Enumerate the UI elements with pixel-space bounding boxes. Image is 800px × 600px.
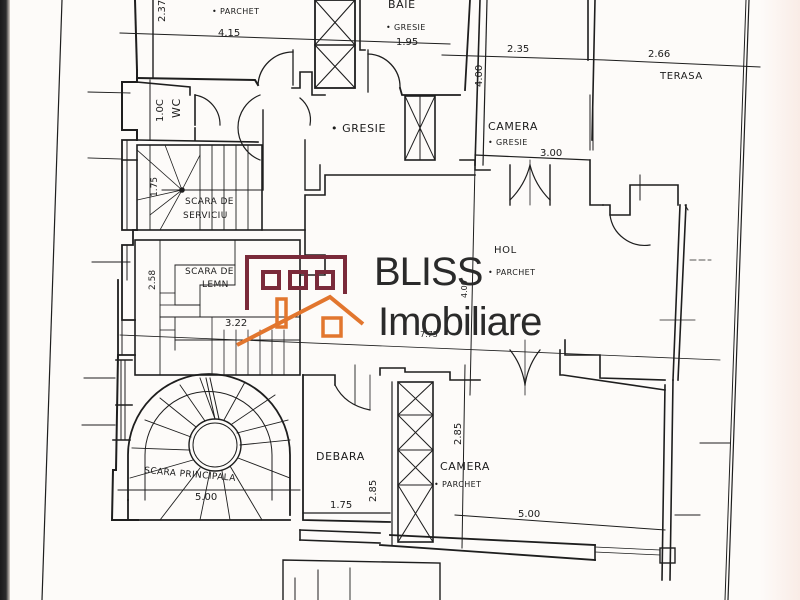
- dim-3-22: 3.22: [225, 318, 248, 329]
- camera-top-left-floor: • PARCHET: [212, 7, 260, 16]
- camera-top-right-floor: • GRESIE: [488, 138, 528, 147]
- hol-label: HOL: [494, 245, 517, 256]
- scara-principala-dim: 5.00: [195, 492, 218, 503]
- camera-top-right-width: 3.00: [540, 148, 563, 159]
- hol-width: 7.75: [420, 330, 438, 339]
- debara-label: DEBARA: [316, 450, 365, 463]
- brand-name: BLISS: [374, 250, 483, 294]
- hallway-gresie-label: • GRESIE: [331, 122, 387, 135]
- scara-serviciu-label-2: SERVICIU: [183, 211, 228, 221]
- wc-dim: 1.0C: [155, 99, 166, 122]
- camera-bottom-label: CAMERA: [440, 460, 490, 473]
- dim-2-66: 2.66: [648, 49, 671, 60]
- camera-bottom-height: 2.85: [453, 422, 464, 445]
- baie-label: BAIE: [388, 0, 416, 11]
- camera-top-left-width: 4.15: [218, 28, 241, 39]
- wc-label: WC: [170, 98, 183, 118]
- baie-width: 1.95: [396, 37, 419, 48]
- camera-top-right-label: CAMERA: [488, 120, 538, 133]
- scara-lemn-label-2: LEMN: [202, 280, 229, 290]
- scan-edge-shadow: [0, 0, 10, 600]
- dim-2-35: 2.35: [507, 44, 530, 55]
- dim-2-58: 2.58: [148, 269, 158, 290]
- hol-floor: • PARCHET: [488, 268, 536, 277]
- scara-serviciu-label-1: SCARA DE: [185, 197, 234, 207]
- dim-4-00-top: 4.00: [474, 64, 485, 87]
- debara-width: 1.75: [330, 500, 353, 511]
- brand-subtitle: Imobiliare: [378, 300, 542, 344]
- scara-lemn-label-1: SCARA DE: [185, 267, 234, 277]
- debara-height: 2.85: [368, 479, 379, 502]
- dim-1-75-stair: 1.75: [150, 176, 160, 197]
- camera-bottom-width: 5.00: [518, 509, 541, 520]
- camera-top-left-height: 2.37: [157, 0, 168, 22]
- house-logo-icon: [236, 255, 365, 347]
- terasa-label: TERASA: [660, 71, 703, 82]
- paper-tint: [760, 0, 800, 600]
- baie-floor: • GRESIE: [386, 23, 426, 32]
- camera-bottom-floor: • PARCHET: [434, 480, 482, 489]
